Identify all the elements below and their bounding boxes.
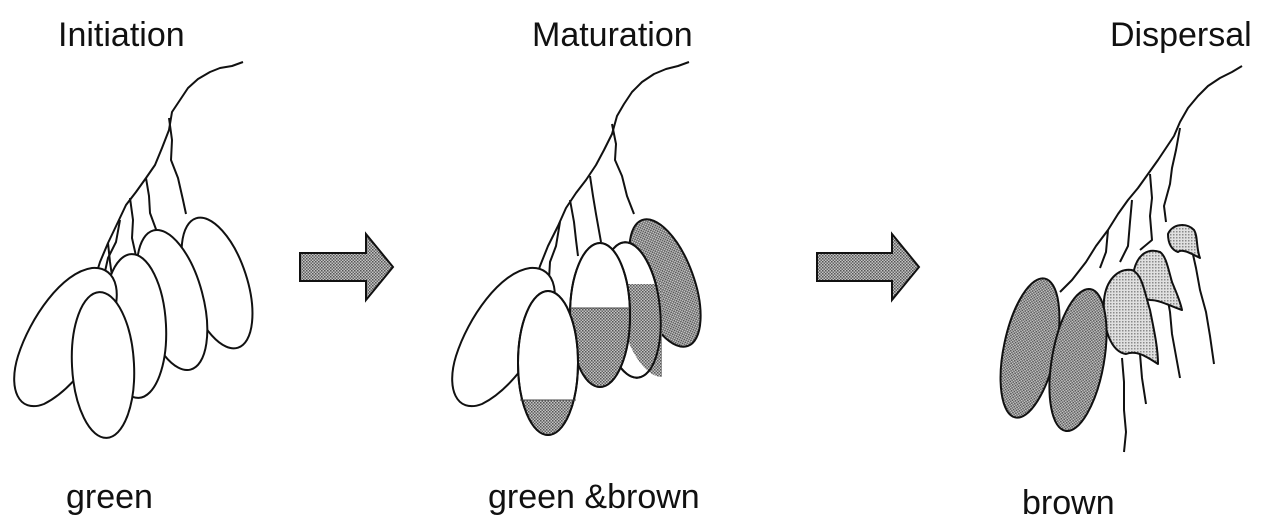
initiation-branch [130,198,136,256]
arrow-initiation-to-maturation [300,234,393,300]
stage-title-dispersal: Dispersal [1110,16,1252,55]
stage-title-initiation: Initiation [58,16,185,55]
initiation-panicle [14,62,266,440]
dispersal-branch [1164,128,1180,222]
initiation-branch [146,178,157,232]
dispersal-branch [1140,174,1152,250]
stage-caption-dispersal: brown [1022,484,1115,523]
stage-caption-initiation: green [66,478,153,517]
maturation-branch [590,176,601,242]
stage-caption-maturation: green &brown [488,478,700,517]
maturation-panicle [452,62,715,440]
dispersal-bare-stalk [1192,250,1214,364]
dispersal-panicle [990,66,1242,452]
dispersal-seed-fragment [1168,225,1200,258]
arrow-maturation-to-dispersal [817,234,919,300]
initiation-branch [169,118,186,214]
maturation-branch [570,200,578,256]
dispersal-bare-stalk [1122,358,1126,452]
maturation-branch [612,124,634,214]
stage-title-maturation: Maturation [532,16,693,55]
